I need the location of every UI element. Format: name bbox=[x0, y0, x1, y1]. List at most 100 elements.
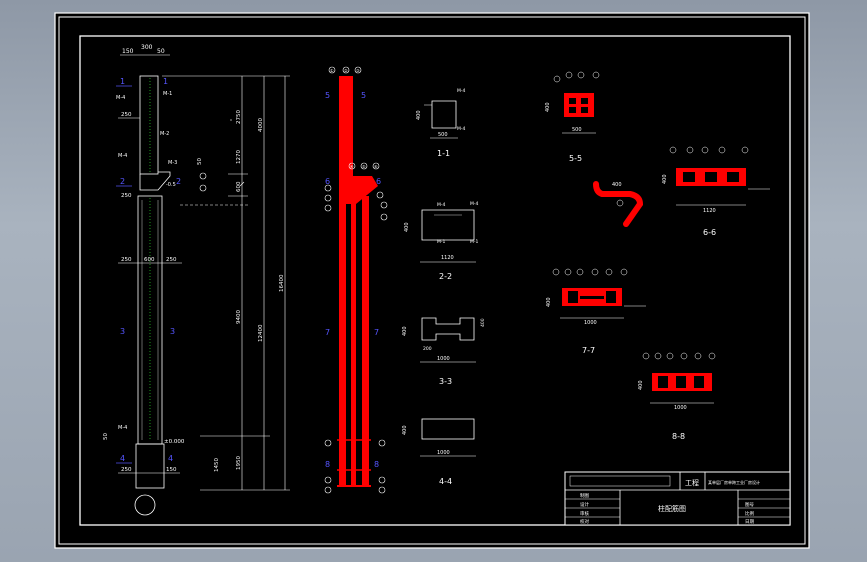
section-mark: 8 bbox=[325, 460, 330, 469]
dim-top-300: 300 bbox=[141, 44, 153, 51]
section-dim: 1120 bbox=[441, 255, 454, 261]
title-row-label: 校对 bbox=[580, 518, 589, 525]
section-title: 8-8 bbox=[672, 432, 685, 441]
hook-dim: 400 bbox=[612, 182, 622, 188]
section-title: 1-1 bbox=[437, 149, 450, 158]
rebar-mark: ④ bbox=[350, 164, 354, 169]
rebar-lower-left bbox=[339, 196, 346, 486]
dim-mid-250: 250 bbox=[121, 257, 132, 263]
section-dim: 1000 bbox=[437, 450, 450, 456]
section-mark: 4 bbox=[120, 454, 125, 463]
rebar-mark: ③ bbox=[356, 68, 360, 73]
section-tag: M-4 bbox=[437, 202, 446, 208]
section-title: 7-7 bbox=[582, 346, 595, 355]
section-tag: M-4 bbox=[470, 201, 479, 207]
section-mark: 5 bbox=[325, 91, 330, 100]
section-title: 6-6 bbox=[703, 228, 716, 237]
height-dim: 1450 bbox=[214, 458, 220, 472]
section-mark: 3 bbox=[170, 327, 175, 336]
dim-mid-250b: 250 bbox=[166, 257, 177, 263]
height-dim: 4000 bbox=[258, 118, 264, 132]
rebar-lower-mid bbox=[351, 196, 356, 486]
rebar-upper bbox=[339, 76, 353, 182]
dim-bottom-150: 150 bbox=[166, 467, 177, 473]
title-right-label: 比例 bbox=[745, 510, 754, 517]
section-2-2[interactable]: M-4 M-4 M-1 M-1 400 1120 2-2 bbox=[404, 201, 479, 281]
dim-mid-600: 600 bbox=[144, 257, 155, 263]
height-dim: 12400 bbox=[258, 324, 264, 342]
section-mark: 1 bbox=[163, 77, 168, 86]
section-dim: 400 bbox=[480, 318, 486, 327]
section-mark: 5 bbox=[361, 91, 366, 100]
section-mark: 3 bbox=[120, 327, 125, 336]
section-title: 3-3 bbox=[439, 377, 452, 386]
section-5-5[interactable]: 400 500 5-5 bbox=[545, 71, 600, 163]
section-mark: 1 bbox=[120, 77, 125, 86]
section-mark: 2 bbox=[176, 177, 181, 186]
dim-bottom-250: 250 bbox=[121, 467, 132, 473]
section-dim: 400 bbox=[545, 102, 551, 112]
hook-detail[interactable]: 400 bbox=[593, 181, 644, 227]
section-dim: 400 bbox=[402, 326, 408, 336]
rebar-mark: ⑥ bbox=[374, 164, 378, 169]
title-drawing-name: 柱配筋图 bbox=[658, 504, 686, 513]
section-mark: 2 bbox=[120, 177, 125, 186]
dim-offset-50: 50 bbox=[197, 158, 203, 165]
section-3-3[interactable]: 400 200 1000 400 3-3 bbox=[402, 317, 486, 386]
rebar-elevation[interactable]: ① ② ③ ④ ⑤ ⑥ 5 5 6 6 7 7 8 8 bbox=[324, 66, 388, 494]
member-tag: M-4 bbox=[116, 95, 125, 101]
dim-top-150: 150 bbox=[122, 48, 134, 55]
section-title: 4-4 bbox=[439, 477, 452, 486]
section-dim: 400 bbox=[662, 174, 668, 184]
section-dim: 500 bbox=[438, 132, 448, 138]
section-dim: 1000 bbox=[674, 405, 687, 411]
section-7-7[interactable]: 400 1000 7-7 bbox=[546, 268, 646, 355]
title-project-label: 工程 bbox=[685, 478, 699, 487]
section-mark: 7 bbox=[374, 328, 379, 337]
section-mark: 6 bbox=[376, 177, 381, 186]
rebar-corbel bbox=[339, 176, 378, 204]
section-tag: M-1 bbox=[437, 239, 446, 245]
member-tag: M-3 bbox=[168, 160, 177, 166]
height-dim: 600 bbox=[236, 181, 242, 192]
section-dim: 400 bbox=[402, 425, 408, 435]
section-8-8[interactable]: 400 1000 8-8 bbox=[638, 352, 716, 441]
title-row-label: 审核 bbox=[580, 510, 589, 517]
dim-top-50: 50 bbox=[157, 48, 165, 55]
section-6-6[interactable]: 400 1120 6-6 bbox=[662, 146, 770, 237]
title-block[interactable]: 工程 某单层厂房单跨工业厂房设计 柱配筋图 制图 设计 审核 校对 图号 比例 … bbox=[564, 471, 791, 526]
height-dim: 2750 bbox=[236, 110, 242, 124]
title-right-label: 图号 bbox=[745, 502, 754, 508]
section-dim: 400 bbox=[404, 222, 410, 232]
title-row-label: 制图 bbox=[580, 492, 589, 499]
rebar-lower-right bbox=[362, 196, 369, 486]
section-4-4[interactable]: 400 1000 4-4 bbox=[402, 418, 476, 486]
section-dim: 1000 bbox=[437, 356, 450, 362]
member-tag: M-4 bbox=[118, 153, 127, 159]
column-base bbox=[135, 443, 165, 489]
elevation-label: ±0.000 bbox=[164, 439, 185, 445]
section-dim: 400 bbox=[638, 380, 644, 390]
section-dim: 1120 bbox=[703, 208, 716, 214]
title-row-label: 设计 bbox=[580, 501, 589, 508]
upper-column bbox=[139, 75, 159, 175]
section-tag: M-4 bbox=[457, 126, 466, 132]
sheet-inner-frame bbox=[58, 16, 806, 545]
height-dim: 1270 bbox=[236, 150, 242, 164]
drawing-border bbox=[79, 35, 791, 526]
section-dim: 500 bbox=[572, 127, 582, 133]
member-tag: M-4 bbox=[118, 425, 127, 431]
dim-offset-50b: 50 bbox=[103, 433, 109, 440]
section-dim: 400 bbox=[416, 110, 422, 120]
rebar-mark: ② bbox=[344, 68, 348, 73]
height-dim: 16400 bbox=[279, 274, 285, 292]
height-dim: 9400 bbox=[236, 310, 242, 324]
corbel bbox=[139, 171, 171, 191]
title-project-name: 某单层厂房单跨工业厂房设计 bbox=[708, 479, 760, 485]
rebar-mark: ① bbox=[330, 68, 334, 73]
title-right-label: 日期 bbox=[745, 519, 754, 525]
column-elevation[interactable]: 150 300 50 M-4 M-1 M-2 M-4 M-3 M-4 250 2… bbox=[103, 44, 290, 516]
section-1-1[interactable]: M-4 M-4 400 500 1-1 bbox=[416, 88, 466, 158]
height-dim: 1950 bbox=[236, 456, 242, 470]
